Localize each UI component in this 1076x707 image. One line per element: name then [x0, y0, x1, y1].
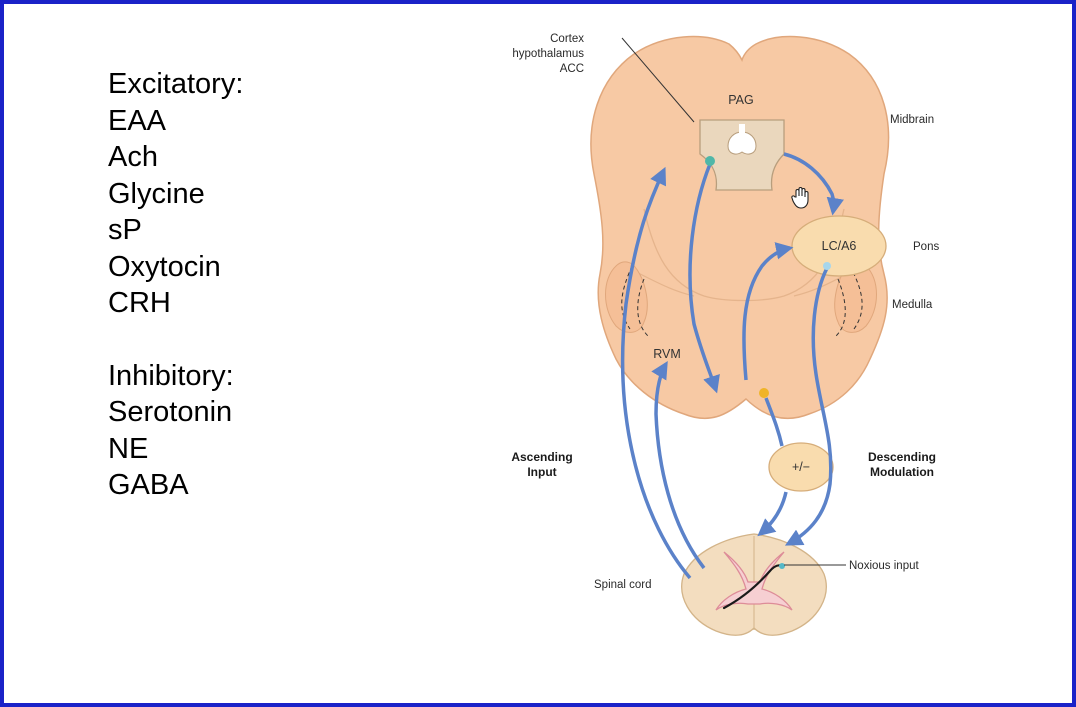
midbrain-label: Midbrain [890, 114, 934, 126]
cortex-label: Cortex [550, 33, 584, 45]
noxious-receptor [779, 563, 785, 569]
aqueduct-stem [739, 124, 745, 134]
noxious-input-label: Noxious input [849, 560, 919, 572]
lc-output-dot [823, 262, 831, 270]
acc-label: ACC [560, 63, 584, 75]
pag-label: PAG [728, 93, 753, 107]
hypothalamus-label: hypothalamus [512, 48, 584, 60]
descending-label: Descending [868, 450, 936, 464]
ascending-label: Ascending [511, 450, 572, 464]
spinal-cord-label: Spinal cord [594, 579, 652, 591]
aqueduct [728, 132, 756, 154]
modulation-label: Modulation [870, 465, 934, 479]
modulator-to-spinal-arrow [760, 492, 786, 534]
pag-output-dot [705, 156, 715, 166]
lc-a6-label: LC/A6 [822, 239, 857, 253]
rvm-label: RVM [653, 347, 681, 361]
pons-label: Pons [913, 241, 939, 253]
rvm-output-dot [759, 388, 769, 398]
input-label: Input [527, 465, 556, 479]
pain-pathway-diagram: Cortex hypothalamus ACC PAG Midbrain LC/… [4, 4, 1072, 703]
medulla-label: Medulla [892, 299, 933, 311]
modulator-label: +/− [792, 460, 810, 474]
